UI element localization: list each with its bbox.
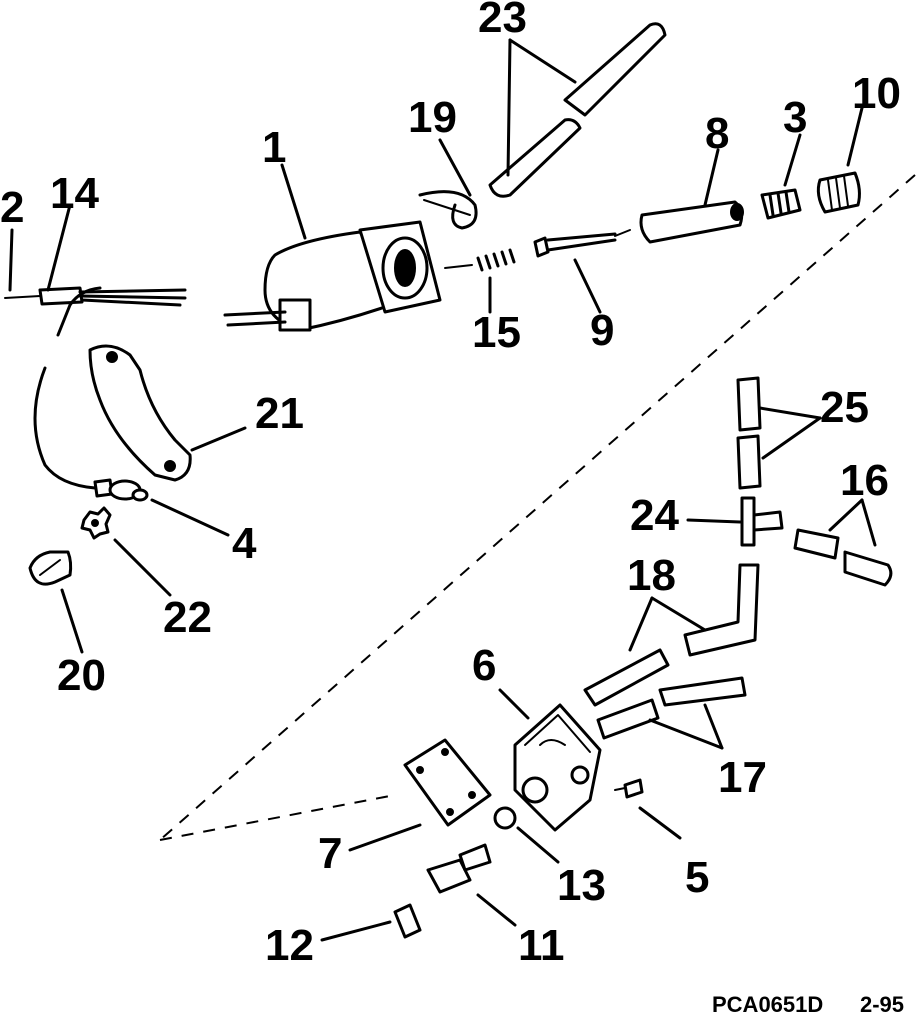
figure-date: 2-95 <box>860 992 904 1017</box>
motor-body <box>223 220 442 332</box>
hose-clip <box>418 190 478 230</box>
o-ring <box>493 806 517 830</box>
small-screw <box>614 778 644 799</box>
callout-labels: 23 19 1 8 3 10 2 14 15 9 21 25 16 24 4 1… <box>0 0 901 970</box>
plunger-rod <box>533 229 631 258</box>
screw <box>28 550 73 586</box>
callout-12: 12 <box>265 921 314 970</box>
leader-lines <box>8 38 877 942</box>
coil-spring <box>760 188 802 220</box>
cylinder <box>639 200 744 244</box>
callout-23: 23 <box>478 0 527 42</box>
ground-wire <box>33 366 149 502</box>
dashed-separator <box>159 174 916 841</box>
tee-fitting <box>740 496 784 547</box>
callout-7: 7 <box>318 829 342 878</box>
callout-25: 25 <box>820 383 869 432</box>
callout-21: 21 <box>255 389 304 438</box>
hose-pair-lower <box>596 676 747 740</box>
callout-16: 16 <box>840 456 889 505</box>
callout-5: 5 <box>685 853 709 902</box>
fuel-pump <box>513 703 602 832</box>
hose-vertical <box>736 376 762 490</box>
mounting-bracket <box>88 344 192 482</box>
wire-lead <box>4 286 187 337</box>
callout-14: 14 <box>50 169 99 218</box>
callout-24: 24 <box>630 491 679 540</box>
hose-side <box>793 528 893 587</box>
knurled-nut <box>816 171 861 214</box>
callout-10: 10 <box>852 69 901 118</box>
callout-17: 17 <box>718 753 767 802</box>
callout-22: 22 <box>163 593 212 642</box>
callout-8: 8 <box>705 109 729 158</box>
callout-3: 3 <box>783 93 807 142</box>
callout-19: 19 <box>408 93 457 142</box>
lock-washer <box>80 506 112 540</box>
callout-4: 4 <box>232 519 257 568</box>
callout-11: 11 <box>518 921 565 970</box>
small-spring <box>444 248 516 272</box>
callout-15: 15 <box>472 308 521 357</box>
callout-13: 13 <box>557 861 606 910</box>
callout-2: 2 <box>0 183 24 232</box>
callout-9: 9 <box>590 306 614 355</box>
callout-1: 1 <box>262 123 286 172</box>
callout-6: 6 <box>472 641 496 690</box>
hose-pair-upper <box>583 563 760 707</box>
gasket <box>403 738 492 827</box>
callout-20: 20 <box>57 651 106 700</box>
callout-18: 18 <box>627 551 676 600</box>
elbow-fitting <box>426 843 492 894</box>
figure-code: PCA0651D <box>712 992 823 1017</box>
cap <box>393 903 422 939</box>
hose-upper <box>488 22 667 198</box>
